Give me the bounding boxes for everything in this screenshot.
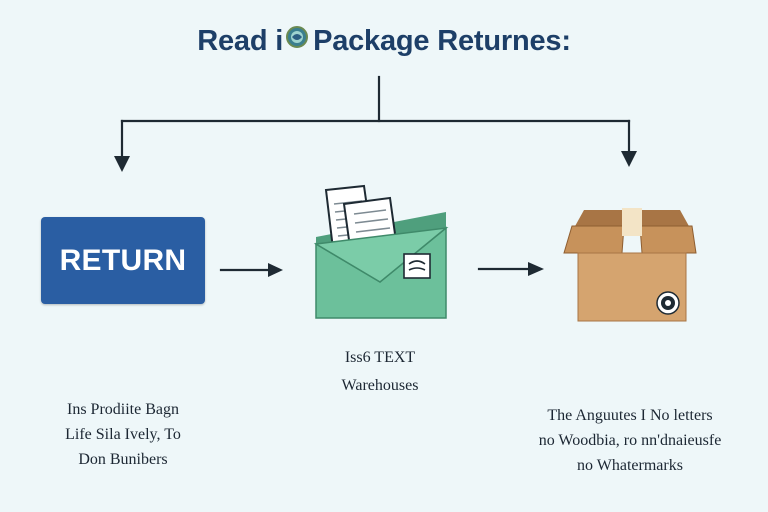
caption-line: no Woodbia, ro nn'dnaieusfe	[538, 432, 722, 449]
arrowhead-to-box	[528, 262, 544, 276]
caption-line: no Whatermarks	[577, 457, 683, 474]
caption-line: The Anguutes I No letters	[547, 407, 713, 424]
caption-line: Iss6 TEXT	[344, 349, 416, 366]
caption-line: Ins Prodiite Bagn	[67, 401, 179, 418]
caption-line: Life Sila Ively, To	[65, 426, 181, 443]
globe-seal-icon	[285, 24, 309, 57]
caption-line: Warehouses	[341, 377, 419, 394]
right-drop-arrowhead	[621, 151, 637, 167]
return-button[interactable]: RETURN	[41, 217, 205, 304]
caption-right: The Anguutes I No letters no Woodbia, ro…	[512, 403, 748, 478]
cardboard-box-icon	[563, 208, 697, 322]
page-title: Read i Package Returnes:	[0, 24, 768, 61]
title-text-end: Package Returnes:	[313, 25, 571, 58]
arrowhead-to-envelope	[268, 263, 283, 277]
caption-line: Don Bunibers	[78, 451, 168, 468]
return-button-label: RETURN	[59, 243, 187, 277]
caption-middle: Iss6 TEXT Warehouses	[280, 344, 480, 400]
title-text-start: Read i	[197, 25, 284, 58]
envelope-with-documents-icon	[313, 184, 449, 319]
left-drop-arrowhead	[114, 156, 130, 172]
caption-left: Ins Prodiite Bagn Life Sila Ively, To Do…	[0, 397, 246, 472]
